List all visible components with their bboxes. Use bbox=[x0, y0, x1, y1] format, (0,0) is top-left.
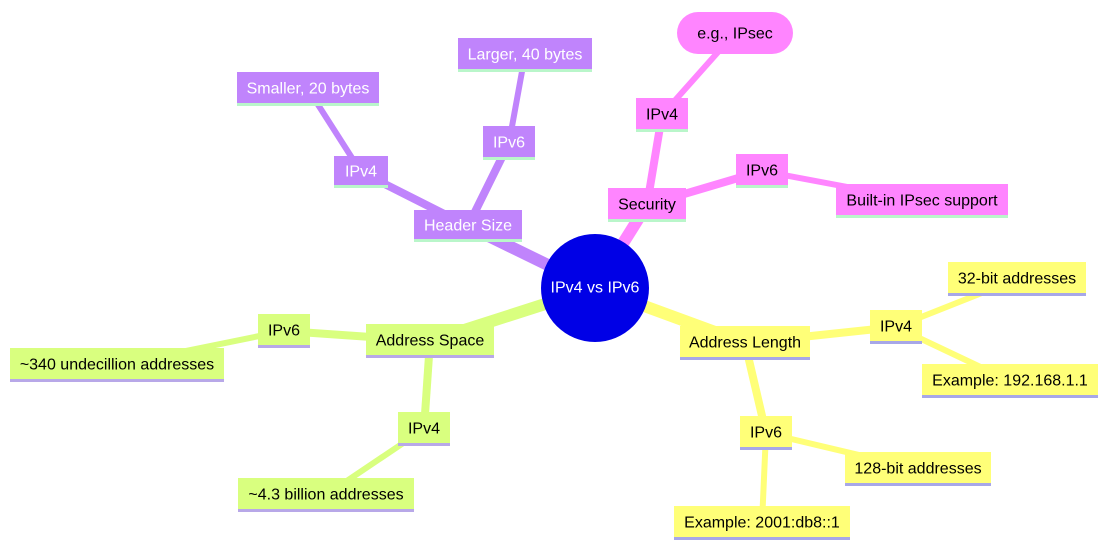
root-node bbox=[541, 234, 649, 342]
node-address-length-ipv6: IPv6 bbox=[740, 416, 792, 450]
node-header-size-ipv6-detail: Larger, 40 bytes bbox=[458, 38, 592, 72]
node-security-ipv6-label: IPv6 bbox=[746, 163, 778, 180]
branch-header-size-shape bbox=[414, 210, 522, 242]
node-address-length-ipv6-detail-1-label: 128-bit addresses bbox=[854, 461, 981, 478]
branch-address-length-underline bbox=[680, 357, 810, 360]
node-header-size-ipv4-shape bbox=[334, 156, 388, 188]
node-header-size-ipv6-detail-underline bbox=[458, 69, 592, 72]
node-address-length-ipv4-detail-2: Example: 192.168.1.1 bbox=[922, 364, 1098, 398]
branch-address-space-shape bbox=[366, 324, 494, 358]
node-header-size-ipv4: IPv4 bbox=[334, 156, 388, 188]
node-address-space-ipv4-detail: ~4.3 billion addresses bbox=[238, 478, 414, 512]
node-security-ipv4-shape bbox=[636, 98, 688, 132]
node-address-space-ipv4-label: IPv4 bbox=[408, 421, 440, 438]
branch-address-space-underline bbox=[366, 355, 494, 358]
node-address-length-ipv6-detail-1-shape bbox=[845, 452, 991, 486]
node-security-ipv4-detail: e.g., IPsec bbox=[677, 12, 793, 54]
node-security-ipv6-detail-underline bbox=[836, 215, 1008, 218]
node-header-size-ipv4-detail-underline bbox=[237, 103, 379, 106]
node-header-size-ipv6-label: IPv6 bbox=[493, 135, 525, 152]
node-address-length-ipv4-detail-1-shape bbox=[948, 262, 1086, 296]
node-address-length-ipv6-underline bbox=[740, 447, 792, 450]
branch-address-space: Address Space bbox=[366, 324, 494, 358]
branch-security-underline bbox=[608, 219, 686, 222]
node-address-space-ipv6-detail: ~340 undecillion addresses bbox=[10, 348, 224, 382]
branch-security-shape bbox=[608, 188, 686, 222]
node-address-length-ipv6-detail-1: 128-bit addresses bbox=[845, 452, 991, 486]
node-address-space-ipv4-detail-shape bbox=[238, 478, 414, 512]
node-address-length-ipv4-detail-2-shape bbox=[922, 364, 1098, 398]
node-address-length-ipv6-detail-2-shape bbox=[674, 506, 850, 540]
node-security-ipv4-detail-shape bbox=[677, 12, 793, 54]
node-security-ipv6-detail: Built-in IPsec support bbox=[836, 184, 1008, 218]
node-address-length-ipv4-detail-2-label: Example: 192.168.1.1 bbox=[932, 373, 1088, 390]
node-address-space-ipv6-shape bbox=[258, 314, 310, 348]
node-header-size-ipv6-shape bbox=[483, 126, 535, 160]
root-node-label: IPv4 vs IPv6 bbox=[551, 280, 640, 297]
node-address-length-ipv4-detail-1-underline bbox=[948, 293, 1086, 296]
branch-address-length-shape bbox=[680, 326, 810, 360]
branch-header-size-underline bbox=[414, 239, 522, 242]
node-header-size-ipv4-underline bbox=[334, 185, 388, 188]
node-address-length-ipv4-detail-1: 32-bit addresses bbox=[948, 262, 1086, 296]
branch-security-label: Security bbox=[618, 197, 676, 214]
node-address-space-ipv4-shape bbox=[398, 412, 450, 446]
node-address-length-ipv6-detail-1-underline bbox=[845, 483, 991, 486]
node-address-space-ipv6: IPv6 bbox=[258, 314, 310, 348]
branch-header-size-label: Header Size bbox=[424, 218, 512, 235]
node-address-space-ipv4-underline bbox=[398, 443, 450, 446]
node-header-size-ipv6-detail-shape bbox=[458, 38, 592, 72]
node-address-length-ipv4-shape bbox=[870, 310, 922, 344]
node-security-ipv6-detail-shape bbox=[836, 184, 1008, 218]
node-address-length-ipv6-detail-2-label: Example: 2001:db8::1 bbox=[684, 515, 840, 532]
branch-address-length: Address Length bbox=[680, 326, 810, 360]
node-address-length-ipv6-label: IPv6 bbox=[750, 425, 782, 442]
node-header-size-ipv4-detail: Smaller, 20 bytes bbox=[237, 72, 379, 106]
node-header-size-ipv6-detail-label: Larger, 40 bytes bbox=[468, 47, 583, 64]
node-address-length-ipv4-detail-1-label: 32-bit addresses bbox=[958, 271, 1076, 288]
node-header-size-ipv4-label: IPv4 bbox=[345, 164, 377, 181]
node-security-ipv4: IPv4 bbox=[636, 98, 688, 132]
node-address-space-ipv4: IPv4 bbox=[398, 412, 450, 446]
node-address-length-ipv6-detail-2: Example: 2001:db8::1 bbox=[674, 506, 850, 540]
branch-address-space-label: Address Space bbox=[376, 333, 485, 350]
node-security-ipv6: IPv6 bbox=[736, 154, 788, 188]
node-header-size-ipv4-detail-shape bbox=[237, 72, 379, 106]
node-address-space-ipv6-detail-shape bbox=[10, 348, 224, 382]
node-address-length-ipv4: IPv4 bbox=[870, 310, 922, 344]
node-security-ipv6-underline bbox=[736, 185, 788, 188]
node-address-length-ipv6-shape bbox=[740, 416, 792, 450]
node-security-ipv6-detail-label: Built-in IPsec support bbox=[846, 193, 998, 210]
node-address-space-ipv6-underline bbox=[258, 345, 310, 348]
branch-header-size: Header Size bbox=[414, 210, 522, 242]
node-address-length-ipv4-underline bbox=[870, 341, 922, 344]
node-address-length-ipv4-detail-2-underline bbox=[922, 395, 1098, 398]
branch-address-length-label: Address Length bbox=[689, 335, 801, 352]
node-header-size-ipv6: IPv6 bbox=[483, 126, 535, 160]
node-address-length-ipv4-label: IPv4 bbox=[880, 319, 912, 336]
branch-security: Security bbox=[608, 188, 686, 222]
node-security-ipv4-label: IPv4 bbox=[646, 107, 678, 124]
node-security-ipv6-shape bbox=[736, 154, 788, 188]
node-address-space-ipv4-detail-underline bbox=[238, 509, 414, 512]
node-address-space-ipv6-detail-label: ~340 undecillion addresses bbox=[20, 357, 214, 374]
node-security-ipv4-detail-label: e.g., IPsec bbox=[697, 26, 773, 43]
node-address-space-ipv6-detail-underline bbox=[10, 379, 224, 382]
node-address-space-ipv4-detail-label: ~4.3 billion addresses bbox=[248, 487, 403, 504]
node-header-size-ipv4-detail-label: Smaller, 20 bytes bbox=[247, 81, 370, 98]
node-header-size-ipv6-underline bbox=[483, 157, 535, 160]
node-security-ipv4-underline bbox=[636, 129, 688, 132]
node-address-space-ipv6-label: IPv6 bbox=[268, 323, 300, 340]
node-address-length-ipv6-detail-2-underline bbox=[674, 537, 850, 540]
